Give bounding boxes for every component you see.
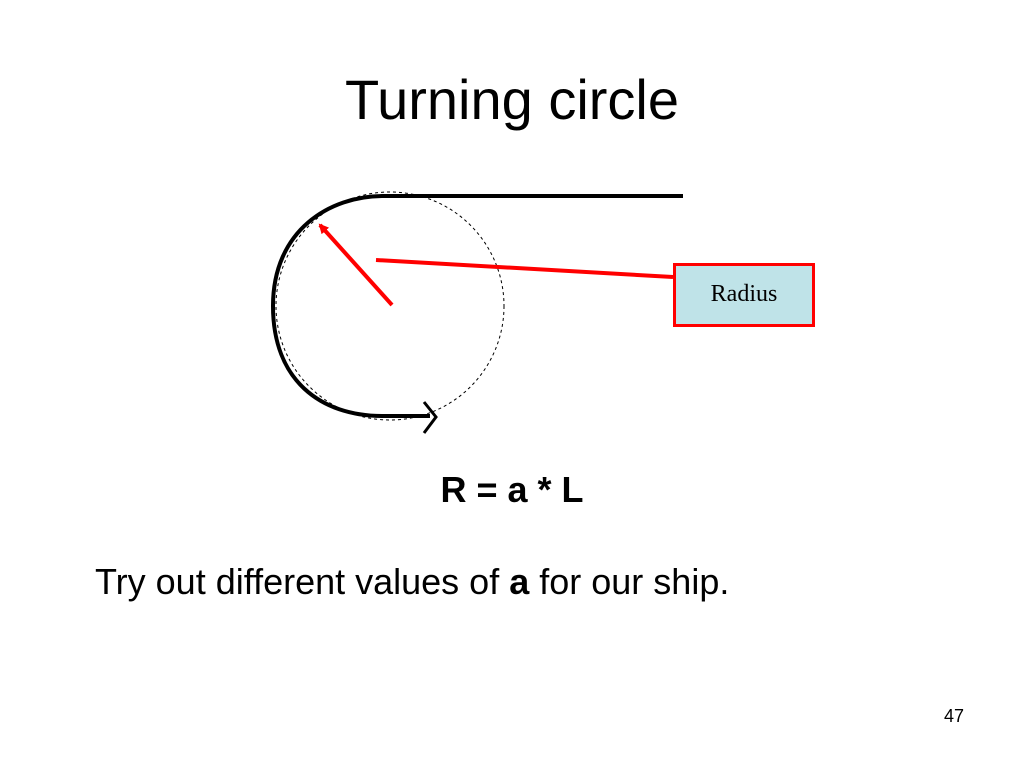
instruction-emphasis: a bbox=[509, 561, 530, 602]
radius-arrow bbox=[318, 223, 394, 307]
turning-radius-formula: R = a * L bbox=[440, 469, 584, 510]
instruction-after: for our ship. bbox=[529, 561, 730, 602]
slide-title: Turning circle bbox=[344, 68, 680, 131]
instruction-before: Try out different values of bbox=[95, 561, 510, 602]
instruction-text: Try out different values of a for our sh… bbox=[95, 560, 729, 604]
radius-callout: Radius bbox=[673, 263, 815, 327]
radius-callout-label: Radius bbox=[710, 281, 778, 307]
callout-pointer-line bbox=[375, 258, 674, 279]
page-number: 47 bbox=[943, 706, 964, 726]
turning-circle-dashed bbox=[275, 191, 505, 421]
turning-path-arc bbox=[270, 194, 430, 418]
arrowhead-icon bbox=[422, 401, 438, 434]
